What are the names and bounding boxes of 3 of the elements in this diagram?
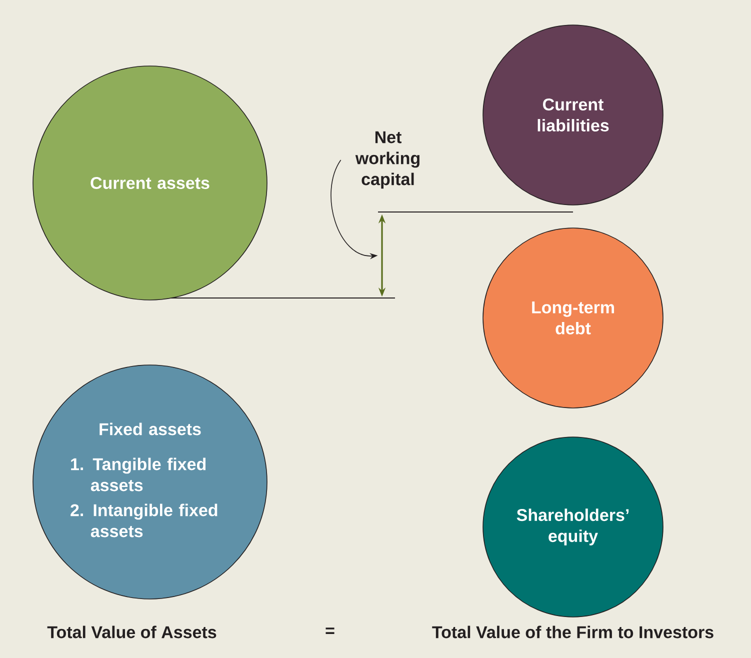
label-text: = xyxy=(326,628,334,634)
label-text: Net working capital xyxy=(355,131,420,189)
label-text: Total Value of Assets xyxy=(47,626,216,638)
